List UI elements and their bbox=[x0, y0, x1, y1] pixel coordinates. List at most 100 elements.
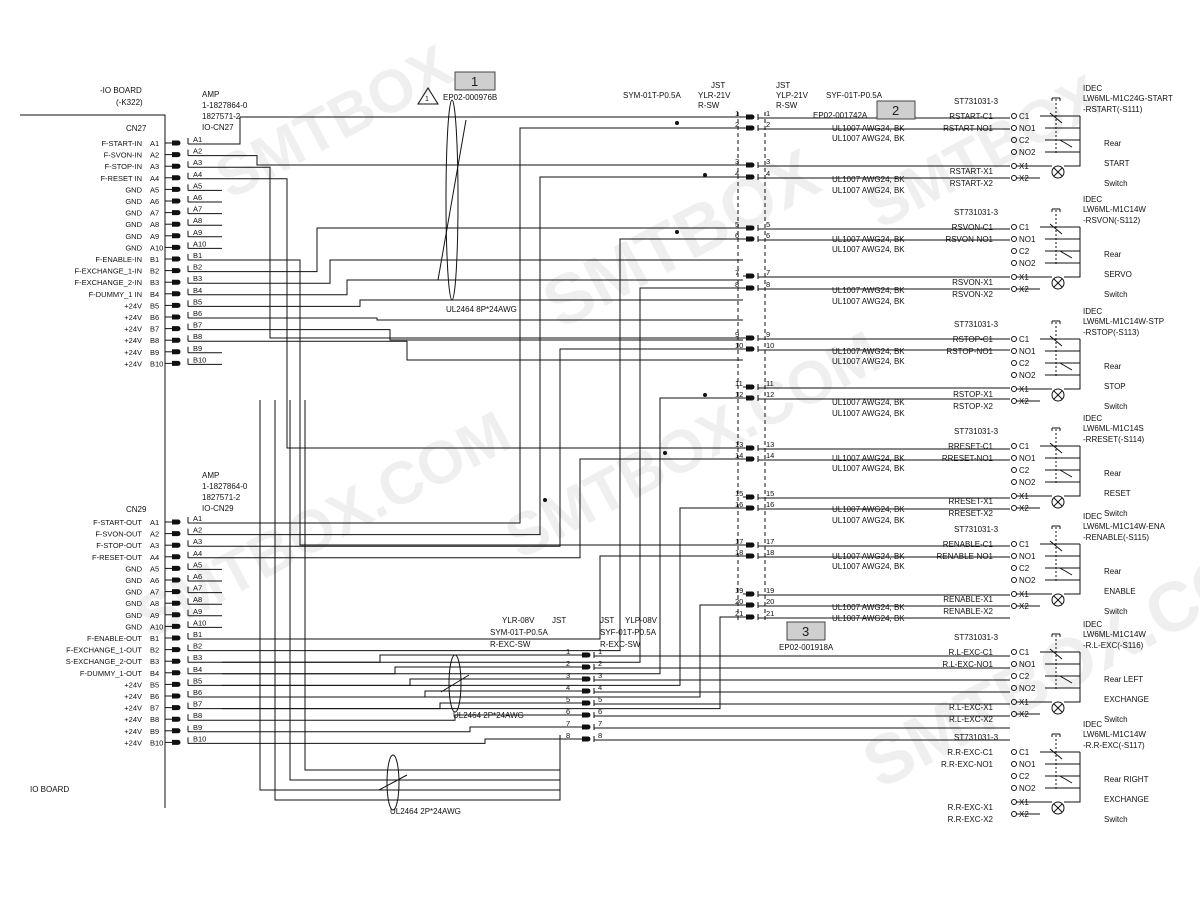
switch-function: START bbox=[1104, 159, 1130, 168]
io-board-top-code: (-K322) bbox=[116, 98, 143, 107]
contact-label-x1: X1 bbox=[1019, 698, 1029, 707]
switch-signal-no1: RSVON-NO1 bbox=[945, 235, 993, 244]
switch-function: ENABLE bbox=[1104, 587, 1136, 596]
pin-label-right: B9 bbox=[193, 723, 202, 732]
cn29-route-6 bbox=[222, 287, 743, 663]
signal-label: GND bbox=[125, 185, 142, 194]
signal-label: F-RESET-OUT bbox=[92, 553, 142, 562]
cn27-route-3 bbox=[222, 178, 743, 449]
rsw-ylp: YLP-21V bbox=[776, 91, 809, 100]
rsw-pin-number-right: 19 bbox=[766, 586, 774, 595]
pin-label-right: B3 bbox=[193, 653, 202, 662]
rsw-pin-number-left: 15 bbox=[735, 489, 743, 498]
switch-tag: -RENABLE(-S115) bbox=[1083, 533, 1149, 542]
contact-label-no2: NO2 bbox=[1019, 259, 1036, 268]
pin-label-right: A7 bbox=[193, 584, 202, 593]
contact-label-c2: C2 bbox=[1019, 136, 1030, 145]
switch-blade bbox=[1059, 675, 1073, 684]
pin-label-left: A2 bbox=[150, 151, 159, 160]
signal-label: +24V bbox=[124, 738, 142, 747]
signal-label: GND bbox=[125, 611, 142, 620]
switch-brand: IDEC bbox=[1083, 512, 1102, 521]
wire-spec-label: UL1007 AWG24, BK bbox=[832, 562, 905, 571]
pin-label-left: B4 bbox=[150, 290, 159, 299]
signal-label: F-ENABLE-OUT bbox=[87, 634, 142, 643]
connector-pin bbox=[172, 256, 181, 262]
pin-label-right: A2 bbox=[193, 526, 202, 535]
pin-label-right: A10 bbox=[193, 618, 206, 627]
pin-label-right: B4 bbox=[193, 286, 202, 295]
connector-pin bbox=[172, 647, 181, 653]
switch-function: EXCHANGE bbox=[1104, 795, 1149, 804]
rsw-pin-number-right: 10 bbox=[766, 341, 774, 350]
contact-label-c2: C2 bbox=[1019, 359, 1030, 368]
exc-pin-number-left: 6 bbox=[566, 707, 570, 716]
rsw-pin-number-left: 5 bbox=[735, 220, 739, 229]
signal-label: F-START-OUT bbox=[93, 518, 142, 527]
connector-pin bbox=[172, 623, 181, 629]
rsw-pin-number-left: 1 bbox=[735, 109, 739, 118]
lamp-return bbox=[1064, 116, 1081, 167]
contact-label-c1: C1 bbox=[1019, 223, 1030, 232]
rsw-pin-number-right: 12 bbox=[766, 390, 774, 399]
pin-label-left: B10 bbox=[150, 359, 163, 368]
switch-signal-c1: RENABLE-C1 bbox=[943, 540, 994, 549]
rsw-pin-number-left: 18 bbox=[735, 548, 743, 557]
signal-label: F-RESET IN bbox=[100, 174, 142, 183]
pin-label-left: B8 bbox=[150, 715, 159, 724]
contact-label-x2: X2 bbox=[1019, 174, 1029, 183]
rsw-pin-number-left: 6 bbox=[735, 231, 739, 240]
rsw-pin bbox=[746, 273, 755, 279]
cn27-route-8 bbox=[222, 299, 743, 307]
switch-blade bbox=[1059, 362, 1073, 371]
signal-label: GND bbox=[125, 209, 142, 218]
rsw-pin-number-left: 7 bbox=[735, 268, 739, 277]
terminal-c1 bbox=[1011, 113, 1017, 119]
connector-pin bbox=[172, 589, 181, 595]
cn29-route-10 bbox=[222, 616, 743, 710]
rsw-pin-number-right: 11 bbox=[766, 379, 774, 388]
wire-spec-label: UL1007 AWG24, BK bbox=[832, 245, 905, 254]
connector-pin bbox=[172, 705, 181, 711]
pin-label-right: B1 bbox=[193, 251, 202, 260]
rsw-pin-number-right: 9 bbox=[766, 330, 770, 339]
pin-label-right: B10 bbox=[193, 734, 206, 743]
terminal-x2 bbox=[1011, 286, 1017, 292]
connector-pin bbox=[172, 565, 181, 571]
switch-blade bbox=[1049, 748, 1063, 760]
contact-label-x2: X2 bbox=[1019, 285, 1029, 294]
switch-signal-x2: RSVON-X2 bbox=[952, 290, 993, 299]
rsw-pin bbox=[746, 445, 755, 451]
pin-label-right: B1 bbox=[193, 630, 202, 639]
exc-route-1 bbox=[222, 666, 579, 675]
exc-route-0 bbox=[222, 654, 579, 663]
signal-label: GND bbox=[125, 243, 142, 252]
io-board-frame bbox=[20, 114, 166, 808]
pin-label-right: B2 bbox=[193, 642, 202, 651]
cn27-name: CN27 bbox=[126, 124, 147, 133]
terminal-c1 bbox=[1011, 649, 1017, 655]
switch-signal-c1: RRESET-C1 bbox=[948, 442, 993, 451]
pin-label-right: A1 bbox=[193, 135, 202, 144]
cn27-route-9 bbox=[222, 317, 743, 321]
switch-blade bbox=[1049, 540, 1063, 552]
lamp-icon bbox=[1051, 801, 1065, 815]
io-board-bottom-label: IO BOARD bbox=[30, 785, 69, 794]
pin-label-right: A10 bbox=[193, 239, 206, 248]
rsw-pin-number-left: 16 bbox=[735, 500, 743, 509]
rsw-pin-number-left: 19 bbox=[735, 586, 743, 595]
signal-label: F-EXCHANGE_1-IN bbox=[74, 267, 142, 276]
terminal-no2 bbox=[1011, 149, 1017, 155]
pin-label-right: A7 bbox=[193, 205, 202, 214]
signal-label: GND bbox=[125, 197, 142, 206]
pin-label-right: A9 bbox=[193, 228, 202, 237]
switch-signal-x2: RSTOP-X2 bbox=[953, 402, 993, 411]
rsw-pin-number-left: 4 bbox=[735, 169, 739, 178]
connector-pin bbox=[172, 360, 181, 366]
wire-spec-label: UL1007 AWG24, BK bbox=[832, 464, 905, 473]
switch-blade bbox=[1049, 648, 1063, 660]
cn27-route-4 bbox=[222, 259, 743, 546]
lamp-cross bbox=[1053, 595, 1063, 605]
exc-pin bbox=[582, 664, 591, 670]
terminal-x1 bbox=[1011, 386, 1017, 392]
